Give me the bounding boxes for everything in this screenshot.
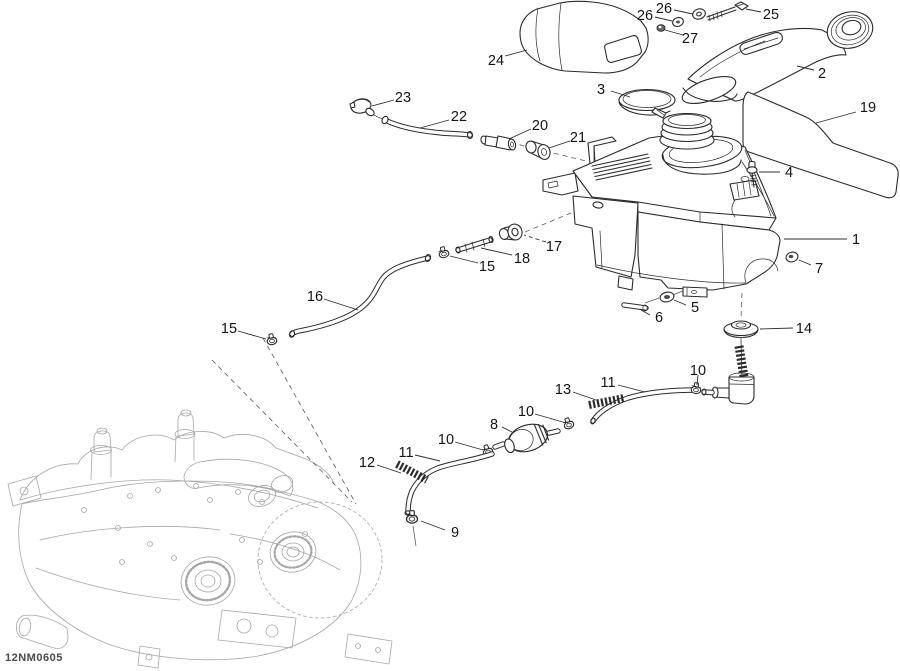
callout-label-6: 6 bbox=[655, 310, 663, 326]
callout-10: 10 bbox=[438, 432, 484, 451]
part-breather-cap bbox=[349, 98, 384, 120]
callout-17: 17 bbox=[523, 234, 562, 255]
part-fitting bbox=[480, 135, 517, 151]
callout-22: 22 bbox=[419, 109, 467, 129]
callout-label-5: 5 bbox=[691, 300, 699, 316]
engine-ghost bbox=[7, 409, 393, 669]
callout-10: 10 bbox=[690, 363, 706, 386]
callout-label-9: 9 bbox=[451, 525, 459, 541]
callout-11: 11 bbox=[600, 375, 646, 393]
callout-14: 14 bbox=[759, 321, 812, 337]
part-oil-filter bbox=[492, 423, 561, 454]
part-grommet-side bbox=[785, 251, 799, 263]
callout-1: 1 bbox=[784, 232, 860, 248]
part-oil-hose-upper bbox=[590, 387, 700, 425]
callout-layer: 2426262725231923222021417171815161556141… bbox=[221, 1, 876, 541]
part-grommet-small bbox=[525, 140, 551, 160]
callout-label-4: 4 bbox=[785, 165, 793, 181]
part-outlet-elbow bbox=[701, 340, 755, 405]
callout-13: 13 bbox=[555, 382, 597, 401]
callout-10: 10 bbox=[518, 404, 567, 424]
part-oil-hose-feed bbox=[288, 254, 432, 338]
part-oil-hose-lower bbox=[404, 451, 495, 516]
part-side-panel bbox=[742, 91, 899, 199]
callout-21: 21 bbox=[548, 130, 586, 149]
callout-11: 11 bbox=[398, 445, 441, 462]
part-pin bbox=[621, 302, 649, 312]
callout-label-7: 7 bbox=[815, 261, 823, 277]
part-spring-upper bbox=[588, 394, 625, 409]
part-washers-nut bbox=[656, 8, 706, 32]
callout-25: 25 bbox=[745, 7, 779, 23]
callout-26: 26 bbox=[656, 1, 694, 17]
callout-label-15: 15 bbox=[221, 321, 237, 337]
callout-label-19: 19 bbox=[860, 100, 876, 116]
part-grommet-outlet bbox=[723, 320, 759, 339]
callout-15: 15 bbox=[221, 321, 267, 340]
callout-label-13: 13 bbox=[555, 382, 571, 398]
callout-label-26: 26 bbox=[637, 8, 653, 24]
part-barb-fitting bbox=[455, 236, 494, 254]
callout-label-10: 10 bbox=[438, 432, 454, 448]
callout-label-17: 17 bbox=[546, 239, 562, 255]
callout-label-8: 8 bbox=[490, 417, 498, 433]
callout-label-11: 11 bbox=[600, 375, 615, 391]
callout-label-14: 14 bbox=[796, 321, 812, 337]
callout-27: 27 bbox=[664, 29, 698, 47]
callout-label-3: 3 bbox=[597, 82, 605, 98]
callout-23: 23 bbox=[371, 90, 411, 107]
part-washer bbox=[659, 291, 675, 303]
callout-label-16: 16 bbox=[307, 289, 323, 305]
part-screw bbox=[746, 160, 758, 188]
part-grommet-feed bbox=[498, 223, 523, 241]
callout-6: 6 bbox=[640, 309, 663, 326]
callout-label-15: 15 bbox=[479, 259, 495, 275]
part-oil-tank bbox=[542, 112, 781, 298]
callout-label-10: 10 bbox=[690, 363, 706, 379]
callout-label-11: 11 bbox=[398, 445, 413, 461]
callout-18: 18 bbox=[480, 247, 530, 267]
callout-label-27: 27 bbox=[682, 31, 698, 47]
callout-label-10: 10 bbox=[518, 404, 534, 420]
callout-20: 20 bbox=[508, 118, 548, 140]
callout-label-23: 23 bbox=[395, 90, 411, 106]
callout-7: 7 bbox=[798, 259, 823, 277]
callout-label-2: 2 bbox=[818, 66, 826, 82]
callout-label-26: 26 bbox=[656, 1, 672, 17]
figure-code: 12NM0605 bbox=[5, 652, 63, 664]
callout-2: 2 bbox=[796, 65, 826, 82]
callout-label-21: 21 bbox=[570, 130, 586, 146]
part-spring-lower bbox=[395, 460, 429, 484]
callout-26: 26 bbox=[637, 8, 673, 24]
callout-12: 12 bbox=[359, 455, 402, 474]
callout-label-25: 25 bbox=[763, 7, 779, 23]
callout-16: 16 bbox=[307, 289, 359, 311]
callout-8: 8 bbox=[490, 417, 513, 433]
callout-24: 24 bbox=[488, 49, 528, 69]
callout-19: 19 bbox=[815, 100, 876, 124]
callout-label-18: 18 bbox=[514, 251, 530, 267]
callout-15: 15 bbox=[449, 255, 495, 275]
part-air-duct bbox=[681, 11, 874, 105]
part-vent-hose bbox=[381, 115, 474, 140]
part-bolt bbox=[706, 1, 749, 22]
callout-label-22: 22 bbox=[451, 109, 467, 125]
callout-label-24: 24 bbox=[488, 53, 504, 69]
part-hose-clamp-large bbox=[618, 88, 676, 119]
callout-5: 5 bbox=[673, 299, 699, 316]
part-heat-shield bbox=[519, 0, 649, 74]
callout-9: 9 bbox=[420, 520, 459, 541]
callout-label-1: 1 bbox=[852, 232, 860, 248]
callout-4: 4 bbox=[759, 165, 793, 181]
callout-label-20: 20 bbox=[532, 118, 548, 134]
callout-label-12: 12 bbox=[359, 455, 375, 471]
callout-3: 3 bbox=[597, 82, 631, 98]
